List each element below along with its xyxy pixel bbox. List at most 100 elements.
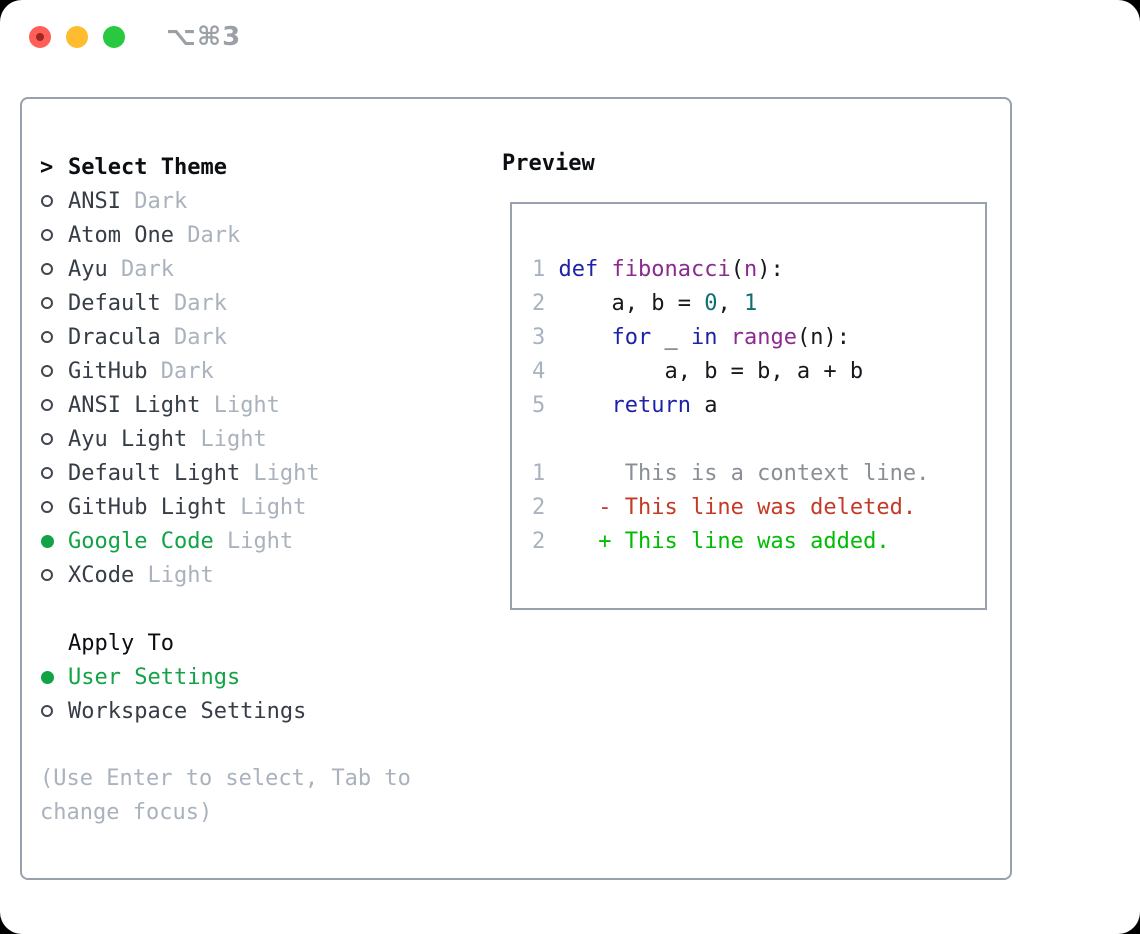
theme-option-label: XCode bbox=[68, 562, 135, 588]
code-token-plain: a, b = bbox=[545, 291, 705, 316]
code-token-keyword: return bbox=[611, 393, 691, 418]
theme-option-label: Ayu Light bbox=[68, 426, 188, 452]
apply-option-user-settings[interactable]: User Settings bbox=[40, 660, 490, 694]
theme-option-github-light[interactable]: GitHub Light Light bbox=[40, 490, 490, 524]
theme-option-ayu-light[interactable]: Ayu Light Light bbox=[40, 422, 490, 456]
theme-option-variant: Dark bbox=[120, 188, 188, 214]
line-number: 4 bbox=[532, 359, 546, 384]
theme-option-label: Default bbox=[68, 290, 161, 316]
close-button-dot-icon bbox=[36, 33, 44, 41]
theme-option-label: GitHub Light bbox=[68, 494, 227, 520]
code-line: 2 a, b = 0, 1 bbox=[532, 287, 977, 321]
theme-option-dracula[interactable]: Dracula Dark bbox=[40, 320, 490, 354]
theme-option-variant: Dark bbox=[173, 222, 241, 248]
line-number: 3 bbox=[532, 325, 546, 350]
code-token-plain bbox=[598, 257, 611, 282]
radio-icon bbox=[41, 297, 53, 309]
theme-option-github[interactable]: GitHub Dark bbox=[40, 354, 490, 388]
code-token-added: + This line was added. bbox=[545, 529, 890, 554]
code-line: 1 This is a context line. bbox=[532, 457, 977, 491]
code-line: 2 - This line was deleted. bbox=[532, 491, 977, 525]
code-token-function: range bbox=[730, 325, 797, 350]
apply-option-workspace-settings[interactable]: Workspace Settings bbox=[40, 694, 490, 728]
code-token-context: This is a context line. bbox=[545, 461, 930, 486]
theme-option-label: Atom One bbox=[68, 222, 174, 248]
theme-option-label: ANSI Light bbox=[68, 392, 201, 418]
minimize-button-icon[interactable] bbox=[66, 26, 88, 48]
theme-option-google-code[interactable]: Google Code Light bbox=[40, 524, 490, 558]
theme-option-variant: Dark bbox=[160, 290, 227, 316]
theme-option-variant: Light bbox=[187, 426, 267, 452]
code-token-plain: ): bbox=[757, 257, 784, 282]
radio-icon bbox=[41, 331, 53, 343]
code-token-keyword: def bbox=[558, 257, 599, 282]
theme-option-variant: Dark bbox=[147, 358, 214, 384]
theme-option-variant: Light bbox=[240, 460, 320, 486]
code-token-plain: ( bbox=[730, 257, 744, 282]
radio-icon bbox=[41, 195, 53, 207]
theme-option-label: Google Code bbox=[68, 528, 214, 554]
radio-icon bbox=[41, 229, 53, 241]
line-number: 1 bbox=[532, 461, 546, 486]
code-token-plain bbox=[545, 393, 611, 418]
code-token-literal: 0 bbox=[704, 291, 718, 316]
theme-option-label: Default Light bbox=[68, 460, 241, 486]
theme-option-default[interactable]: Default Dark bbox=[40, 286, 490, 320]
close-button-icon[interactable] bbox=[29, 26, 51, 48]
line-number: 1 bbox=[532, 257, 546, 282]
code-token-deleted: - This line was deleted. bbox=[545, 495, 917, 520]
apply-to-header: Apply To bbox=[40, 626, 490, 660]
code-token-function: fibonacci bbox=[611, 257, 731, 282]
theme-option-xcode[interactable]: XCode Light bbox=[40, 558, 490, 592]
code-token-plain: _ bbox=[651, 325, 691, 350]
code-token-plain bbox=[545, 325, 611, 350]
theme-list-header: > Select Theme bbox=[40, 150, 490, 184]
theme-option-atom-one[interactable]: Atom One Dark bbox=[40, 218, 490, 252]
theme-option-label: Ayu bbox=[68, 256, 108, 282]
radio-icon bbox=[41, 501, 53, 513]
radio-icon bbox=[41, 263, 53, 275]
line-number: 2 bbox=[532, 291, 546, 316]
code-token-plain: , bbox=[717, 291, 744, 316]
theme-option-ansi-light[interactable]: ANSI Light Light bbox=[40, 388, 490, 422]
radio-icon bbox=[41, 399, 53, 411]
theme-option-label: Dracula bbox=[68, 324, 161, 350]
window-title-shortcut: ⌥⌘3 bbox=[166, 22, 242, 52]
theme-list-header-label: Select Theme bbox=[68, 154, 227, 180]
preview-title: Preview bbox=[502, 151, 595, 176]
line-number: 5 bbox=[532, 393, 546, 418]
radio-icon bbox=[41, 705, 53, 717]
radio-selected-icon bbox=[41, 670, 54, 684]
theme-option-variant: Light bbox=[134, 562, 214, 588]
theme-option-ayu[interactable]: Ayu Dark bbox=[40, 252, 490, 286]
apply-option-label: Workspace Settings bbox=[68, 698, 307, 724]
code-token-plain: (n): bbox=[796, 325, 850, 350]
help-text: (Use Enter to select, Tab to change focu… bbox=[40, 766, 411, 825]
code-token-plain bbox=[545, 257, 558, 282]
code-token-literal: 1 bbox=[743, 291, 758, 316]
theme-option-variant: Light bbox=[226, 494, 307, 520]
theme-option-default-light[interactable]: Default Light Light bbox=[40, 456, 490, 490]
zoom-button-icon[interactable] bbox=[103, 26, 125, 48]
theme-option-ansi[interactable]: ANSI Dark bbox=[40, 184, 490, 218]
radio-icon bbox=[41, 433, 53, 445]
radio-icon bbox=[41, 467, 53, 479]
code-line: 5 return a bbox=[532, 389, 977, 423]
code-token-keyword: for bbox=[611, 325, 652, 350]
code-token-function: n bbox=[743, 257, 758, 282]
section-gap bbox=[40, 592, 490, 626]
radio-selected-icon bbox=[41, 534, 54, 548]
code-line-blank bbox=[532, 423, 977, 457]
code-token-keyword: in bbox=[690, 325, 718, 350]
radio-icon bbox=[41, 569, 53, 581]
code-token-plain: a bbox=[690, 393, 718, 418]
apply-to-header-label: Apply To bbox=[68, 630, 174, 656]
code-line: 1 def fibonacci(n): bbox=[532, 253, 977, 287]
code-line: 2 + This line was added. bbox=[532, 525, 977, 559]
